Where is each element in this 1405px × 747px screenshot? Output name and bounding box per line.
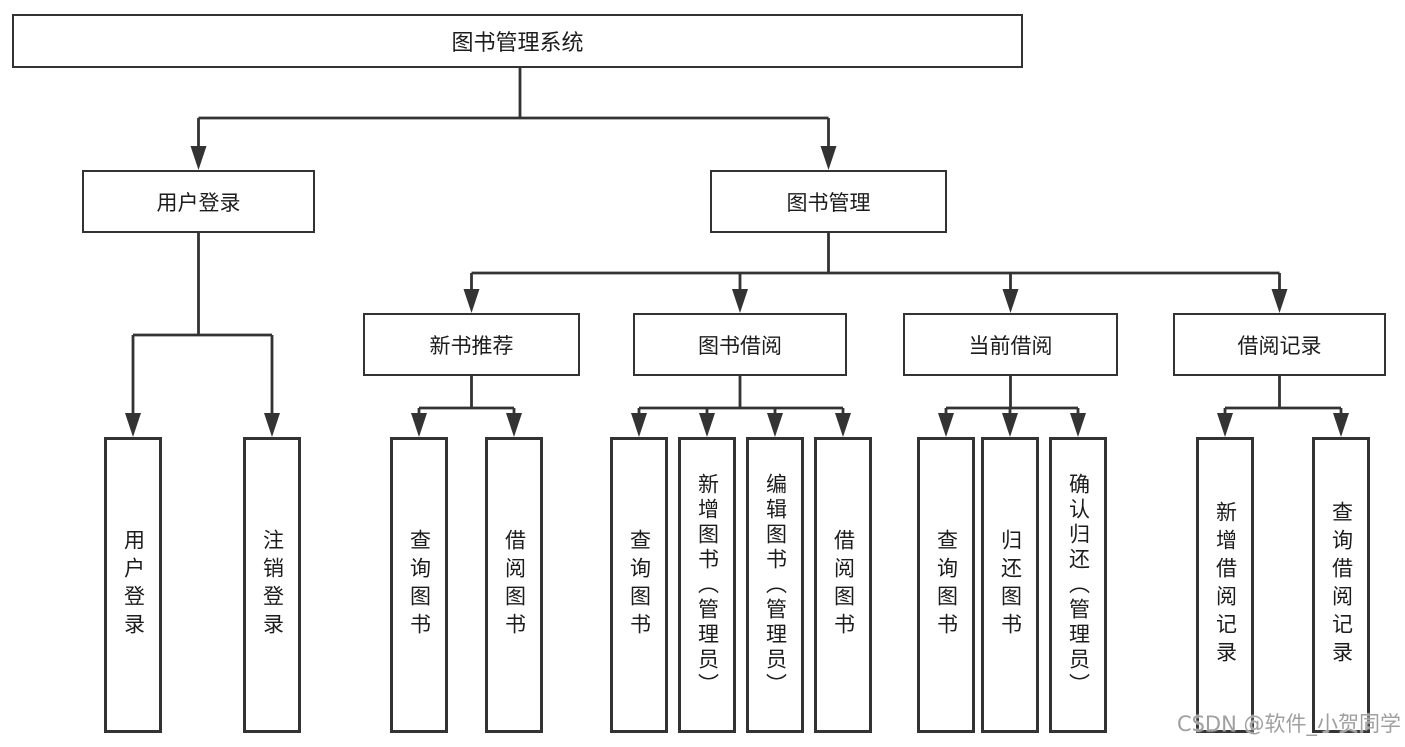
leaf-return-books: 归还图书 <box>981 437 1039 733</box>
node-new-book-recommend: 新书推荐 <box>363 313 580 376</box>
leaf-add-borrow-record: 新增借阅记录 <box>1196 437 1254 733</box>
node-book-management: 图书管理 <box>710 170 947 233</box>
leaf-confirm-return-admin: 确认归还（管理员） <box>1049 437 1107 733</box>
node-label: 注销登录 <box>260 529 285 641</box>
node-book-borrow: 图书借阅 <box>633 313 847 376</box>
leaf-query-books-current: 查询图书 <box>917 437 975 733</box>
node-label: 查询图书 <box>407 529 432 641</box>
leaf-borrow-books: 借阅图书 <box>814 437 872 733</box>
leaf-add-books-admin: 新增图书（管理员） <box>678 437 736 733</box>
node-label: 新增图书（管理员） <box>695 472 720 698</box>
leaf-logout: 注销登录 <box>243 437 301 733</box>
leaf-edit-books-admin: 编辑图书（管理员） <box>746 437 804 733</box>
node-label: 新增借阅记录 <box>1213 501 1238 669</box>
node-label: 新书推荐 <box>429 333 514 358</box>
leaf-query-books-borrow: 查询图书 <box>610 437 668 733</box>
node-label: 用户登录 <box>156 190 241 215</box>
leaf-query-borrow-record: 查询借阅记录 <box>1312 437 1370 733</box>
arrowheads <box>125 146 1349 437</box>
node-label: 编辑图书（管理员） <box>763 472 788 698</box>
node-label: 借阅图书 <box>502 529 527 641</box>
node-label: 图书管理 <box>786 190 871 215</box>
leaf-user-login: 用户登录 <box>104 437 162 733</box>
leaf-borrow-books-recommend: 借阅图书 <box>485 437 543 733</box>
node-current-borrow: 当前借阅 <box>903 313 1118 376</box>
node-label: 图书借阅 <box>698 333 782 358</box>
node-label: 查询图书 <box>627 529 652 641</box>
node-label: 确认归还（管理员） <box>1066 472 1091 698</box>
node-library-system: 图书管理系统 <box>12 14 1023 68</box>
leaf-query-books-recommend: 查询图书 <box>390 437 448 733</box>
node-label: 查询图书 <box>934 529 959 641</box>
node-label: 当前借阅 <box>968 333 1053 358</box>
node-label: 图书管理系统 <box>451 31 584 56</box>
csdn-watermark: CSDN @软件_小贺同学 <box>1176 712 1401 736</box>
node-label: 借阅图书 <box>831 529 856 641</box>
node-user-login: 用户登录 <box>82 170 315 233</box>
node-label: 归还图书 <box>998 529 1023 641</box>
node-label: 用户登录 <box>121 529 146 641</box>
node-label: 借阅记录 <box>1237 333 1322 358</box>
node-borrow-record: 借阅记录 <box>1173 313 1386 376</box>
node-label: 查询借阅记录 <box>1329 501 1354 669</box>
